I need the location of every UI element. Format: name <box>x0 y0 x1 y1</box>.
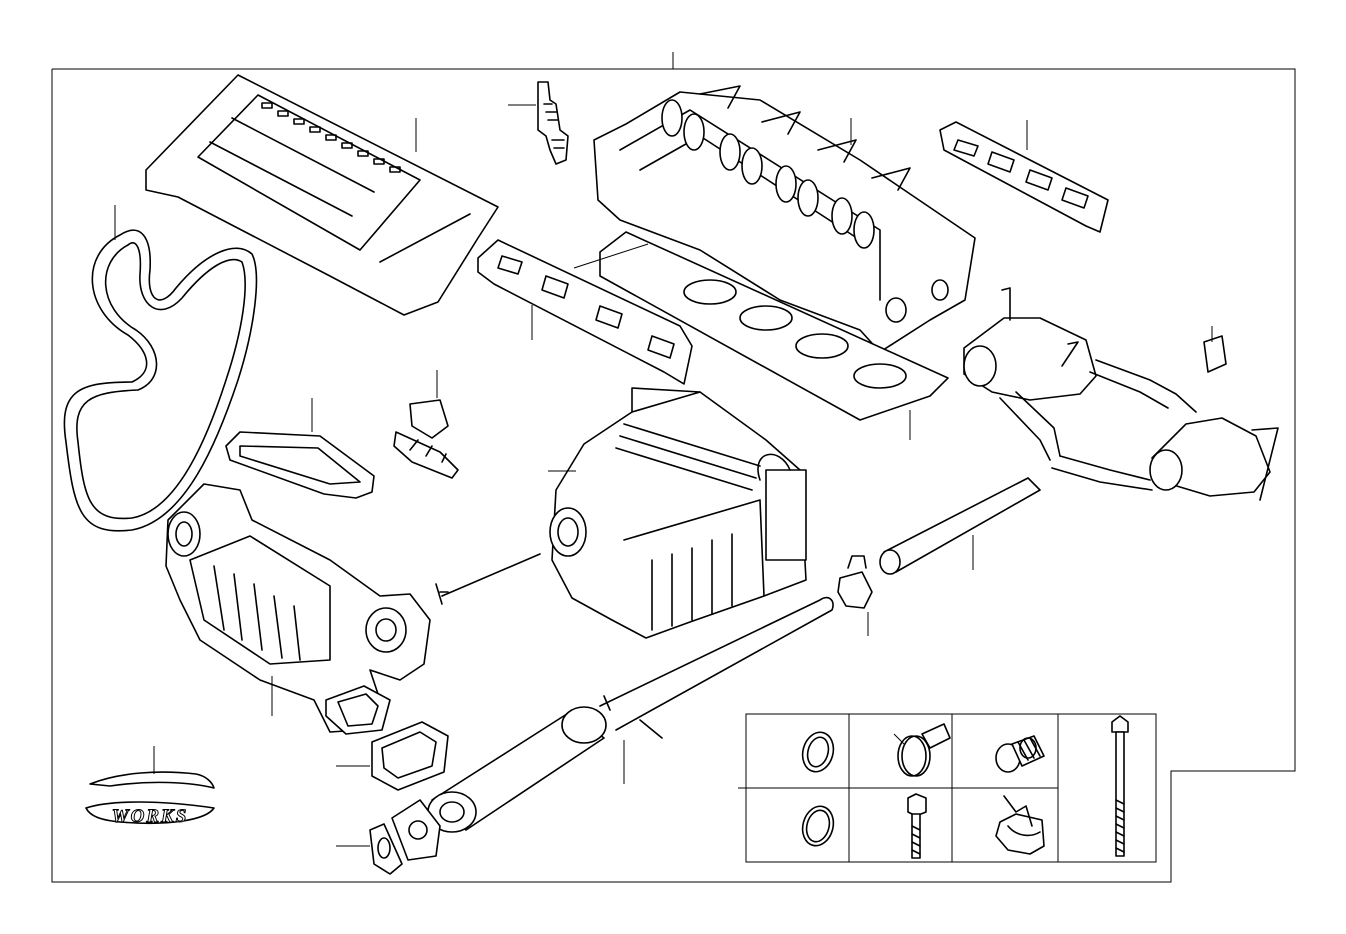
front-pipe-muffler[interactable] <box>391 596 834 861</box>
screw-plug[interactable] <box>995 735 1045 773</box>
drive-belt[interactable] <box>63 205 258 532</box>
intermediate-pipe[interactable] <box>879 477 1041 575</box>
exhaust-manifold-gasket[interactable] <box>939 120 1109 233</box>
works-logo-text: WORKS <box>112 806 189 827</box>
fuel-injector[interactable] <box>393 370 459 479</box>
o-ring-large[interactable] <box>798 729 837 775</box>
spring-clip[interactable] <box>995 795 1045 855</box>
outlet-gasket[interactable] <box>336 721 449 791</box>
supercharger[interactable] <box>165 483 431 735</box>
long-bolt[interactable] <box>1111 715 1129 857</box>
cylinder-head-gasket[interactable] <box>573 231 949 440</box>
o-ring-small[interactable] <box>798 803 837 849</box>
engine-cover[interactable] <box>145 74 499 316</box>
intake-manifold-gasket[interactable] <box>477 239 693 385</box>
rear-silencer[interactable] <box>963 287 1279 570</box>
spark-plug[interactable] <box>508 81 569 165</box>
linkage-rod[interactable] <box>435 553 541 605</box>
small-parts-table <box>745 713 1157 863</box>
exhaust-clamp[interactable] <box>837 555 873 636</box>
flange-gasket[interactable] <box>336 823 403 875</box>
diagram-frame <box>51 52 1296 883</box>
supercharger-gasket[interactable] <box>225 398 375 499</box>
hose-clamp[interactable] <box>893 723 951 777</box>
cylinder-head[interactable] <box>593 85 976 353</box>
hex-bolt[interactable] <box>907 793 927 859</box>
air-filter-housing[interactable] <box>548 387 807 639</box>
works-logo: WORKS <box>85 746 215 828</box>
